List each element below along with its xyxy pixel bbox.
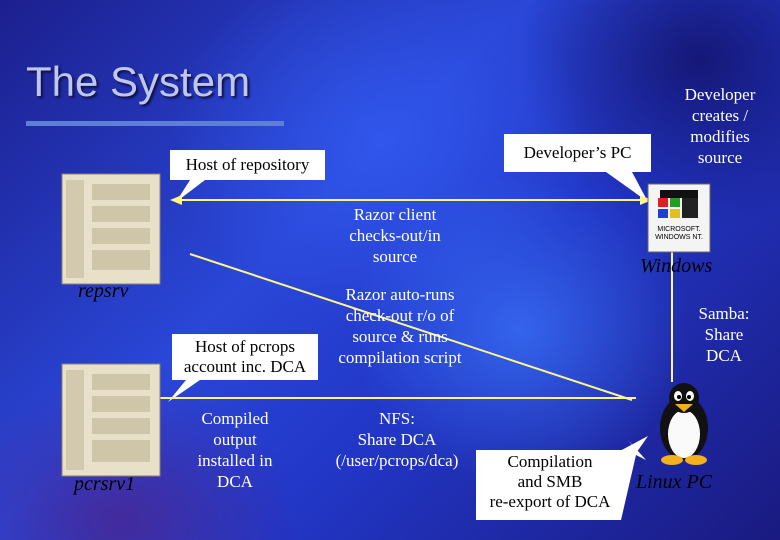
tux-penguin-icon bbox=[660, 383, 708, 465]
label-pcrsrv1: pcrsrv1 bbox=[74, 473, 136, 495]
server-icon bbox=[61, 173, 161, 285]
arrowhead-left bbox=[170, 195, 182, 205]
logo-line1: MICROSOFT. bbox=[657, 226, 700, 233]
callout-host-pcrops: Host of pcrops account inc. DCA bbox=[172, 337, 318, 377]
server-icon bbox=[61, 363, 161, 477]
arrow-repsrv-linux bbox=[189, 253, 633, 401]
slide-title: The System bbox=[26, 58, 251, 105]
callout-compilation: Compilation and SMB re-export of DCA bbox=[489, 452, 611, 511]
label-windows: Windows bbox=[640, 255, 713, 277]
callout-compilation-tail bbox=[618, 436, 648, 462]
note-samba: Samba: Share DCA bbox=[698, 304, 750, 365]
note-razor-auto: Razor auto-runs check-out r/o of source … bbox=[338, 285, 462, 367]
windows-logo-icon: MICROSOFT. WINDOWS NT. bbox=[647, 183, 711, 253]
arrowhead-right bbox=[640, 195, 652, 205]
label-repsrv: repsrv bbox=[78, 280, 129, 302]
note-nfs: NFS: Share DCA (/user/pcrops/dca) bbox=[335, 409, 459, 470]
callout-dev-pc: Developer’s PC bbox=[504, 143, 651, 163]
callout-compilation-shape bbox=[476, 440, 646, 520]
note-compiled: Compiled output installed in DCA bbox=[197, 409, 273, 491]
note-razor-client: Razor client checks-out/in source bbox=[349, 205, 441, 266]
callout-host-repo: Host of repository bbox=[170, 155, 325, 175]
label-linux-pc: Linux PC bbox=[636, 471, 713, 493]
logo-line2: WINDOWS NT. bbox=[655, 234, 703, 241]
note-developer: Developer creates / modifies source bbox=[684, 85, 756, 167]
title-underline bbox=[26, 121, 284, 126]
